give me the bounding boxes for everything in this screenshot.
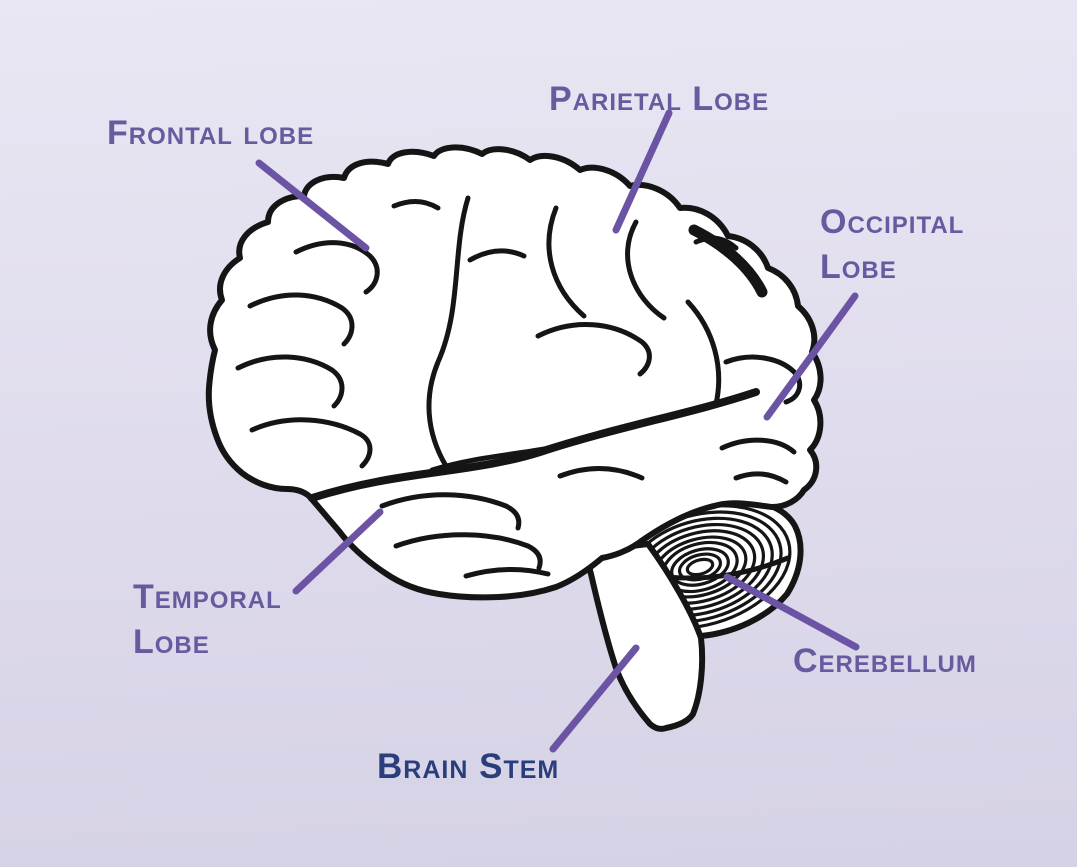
cerebellum-leader-line <box>723 573 860 651</box>
frontal-lobe-label: Frontal lobe <box>107 114 315 152</box>
brain-stem-region <box>582 541 706 732</box>
gyri-sulci-lines <box>235 195 803 579</box>
parietal-lobe-leader-line <box>612 109 673 234</box>
brain-stem-leader-line <box>549 644 640 753</box>
frontal-lobe-leader-line <box>255 159 370 252</box>
occipital-lobe-leader-line <box>763 292 859 421</box>
cerebellum-label: Cerebellum <box>793 642 977 680</box>
leader-lines <box>255 109 860 753</box>
occipital-lobe-label: Occipital Lobe <box>820 203 965 286</box>
brain-stem-label: Brain Stem <box>377 747 560 786</box>
temporal-lobe-label: Temporal Lobe <box>133 578 282 661</box>
parietal-lobe-label: Parietal Lobe <box>549 80 770 118</box>
temporal-lobe-leader-line <box>292 508 384 595</box>
